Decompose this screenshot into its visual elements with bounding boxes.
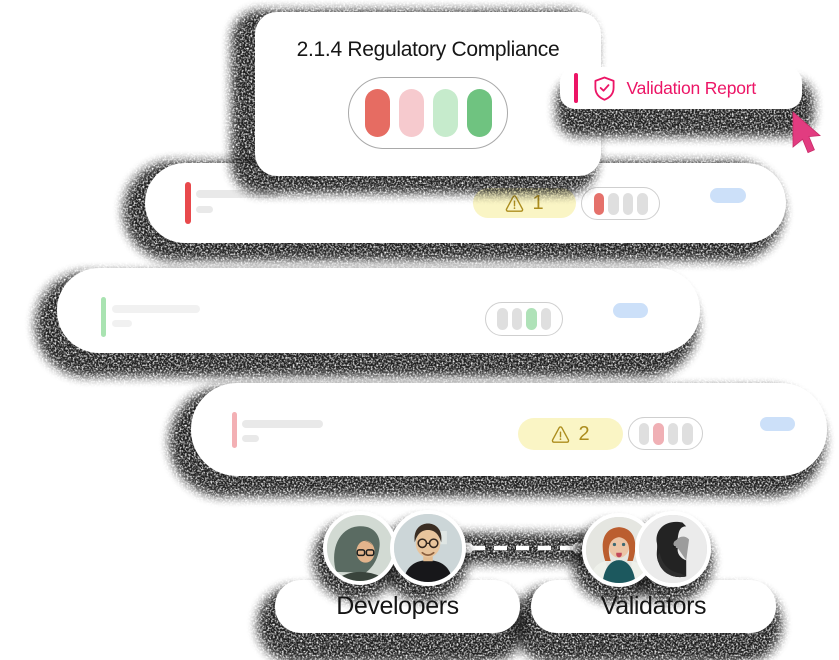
chip-accent-bar	[574, 73, 578, 103]
cursor-pointer-icon	[792, 111, 821, 154]
gray-status-dot	[511, 308, 522, 330]
compliance-status-pill	[348, 77, 508, 149]
row3-warning-count: 2	[578, 422, 590, 445]
row1-warning-count: 1	[532, 191, 544, 214]
row2-status-pill	[485, 302, 563, 336]
row3-severity-bar	[232, 412, 237, 448]
gray-status-dot	[638, 422, 649, 445]
row3-status-pill	[628, 417, 703, 450]
gray-status-dot	[540, 308, 551, 330]
validator-avatar-man-profile	[635, 511, 711, 587]
bar-light-green-status-dot	[432, 89, 458, 137]
bar-pink-status-dot	[398, 89, 424, 137]
checklist-row-2[interactable]	[57, 268, 700, 353]
row1-status-pill	[581, 187, 660, 220]
validation-report-button[interactable]: Validation Report	[560, 67, 802, 109]
compliance-card-title: 2.1.4 Regulatory Compliance	[296, 38, 560, 61]
green-status-dot	[526, 308, 537, 330]
developer-avatar-man-glasses	[390, 510, 466, 586]
developer-avatar-woman-hijab	[323, 511, 397, 585]
row1-severity-bar	[185, 182, 191, 224]
row1-action-pill	[710, 188, 746, 203]
gray-status-dot	[497, 308, 508, 330]
warning-icon	[505, 194, 524, 212]
row2-skeleton-line-2	[112, 320, 132, 327]
row2-action-pill	[613, 303, 648, 318]
warning-icon	[551, 425, 570, 443]
row3-skeleton-line-2	[242, 435, 259, 442]
bar-green-status-dot	[466, 89, 492, 137]
row2-severity-bar	[101, 297, 106, 337]
row3-action-pill	[760, 417, 795, 431]
gray-status-dot	[637, 192, 648, 215]
gray-status-dot	[667, 422, 678, 445]
row2-skeleton-line-1	[112, 305, 200, 313]
red-status-dot	[593, 192, 604, 215]
gray-status-dot	[608, 192, 619, 215]
bar-red-status-dot	[364, 89, 390, 137]
pink-status-dot	[653, 422, 664, 445]
gray-status-dot	[622, 192, 633, 215]
row1-skeleton-line-1	[196, 190, 280, 198]
validation-report-label: Validation Report	[626, 77, 757, 98]
compliance-card: 2.1.4 Regulatory Compliance	[255, 12, 601, 176]
checklist-row-3[interactable]: 2	[191, 383, 827, 476]
row1-skeleton-line-2	[196, 206, 213, 213]
row3-skeleton-line-1	[242, 420, 323, 428]
gray-status-dot	[682, 422, 693, 445]
connector-dashed-line	[462, 542, 584, 554]
shield-check-icon	[578, 76, 616, 101]
row3-warning-badge: 2	[518, 418, 623, 450]
